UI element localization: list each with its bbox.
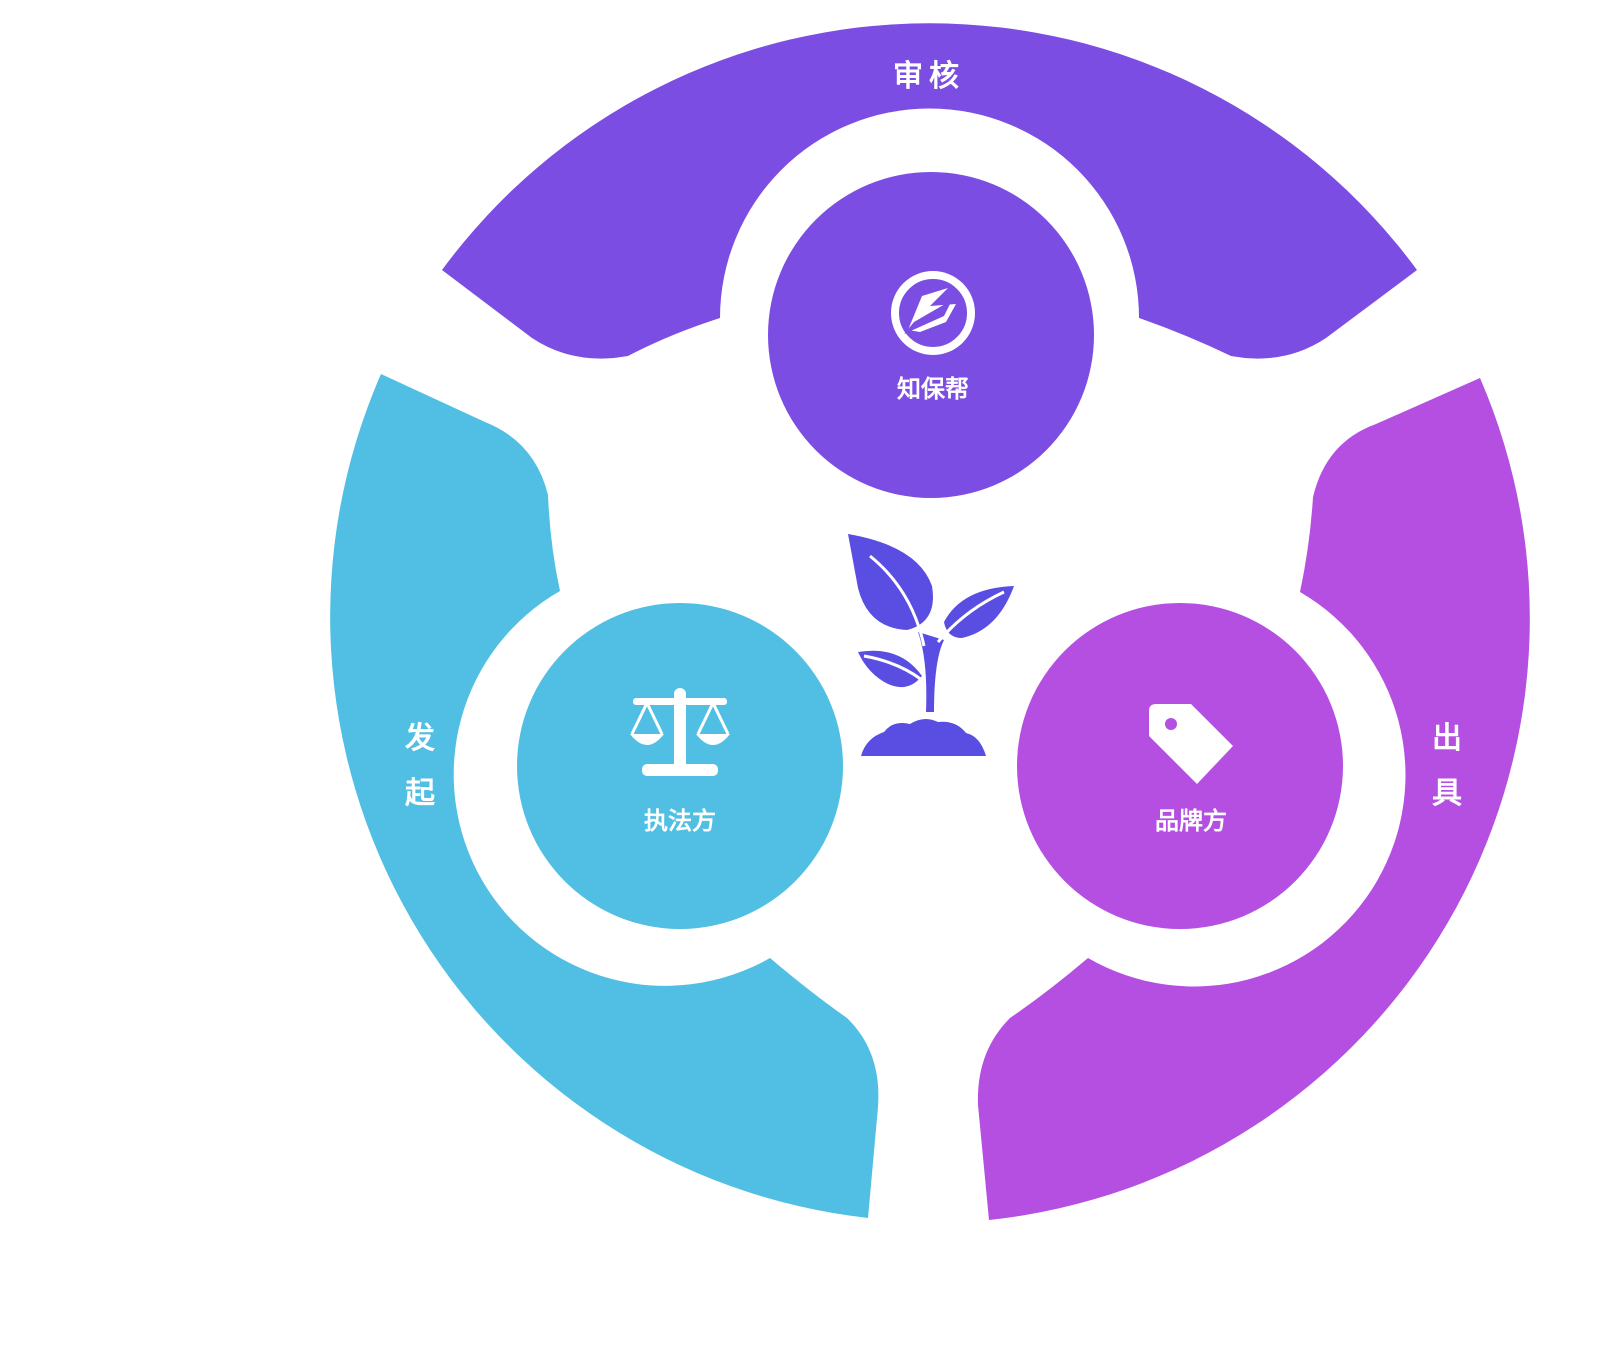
node-enforcement-label: 执法方 bbox=[644, 807, 716, 835]
segment-right-shape bbox=[977, 378, 1530, 1220]
price-tag-icon bbox=[1149, 704, 1233, 784]
node-zhibaobang-label: 知保帮 bbox=[897, 375, 969, 403]
segment-right: 出 具 bbox=[977, 378, 1530, 1220]
segment-top-shape bbox=[442, 23, 1417, 359]
node-zhibaobang-circle bbox=[768, 172, 1094, 498]
node-brand: 品牌方 bbox=[1017, 603, 1343, 929]
stage-label-issue-1: 出 bbox=[1432, 721, 1468, 756]
segment-left-shape bbox=[330, 374, 879, 1218]
stage-label-review: 审核 bbox=[893, 59, 965, 94]
zhibaobang-logo-icon bbox=[891, 271, 975, 355]
balance-scale-icon bbox=[630, 688, 730, 776]
segment-left: 发 起 bbox=[330, 374, 879, 1218]
segment-top: 审核 bbox=[442, 23, 1417, 359]
stage-label-initiate-2: 起 bbox=[405, 776, 441, 811]
node-enforcement: 执法方 bbox=[517, 603, 843, 929]
sprout-icon bbox=[848, 534, 1014, 756]
stage-label-initiate-1: 发 bbox=[404, 721, 441, 756]
node-brand-label: 品牌方 bbox=[1155, 807, 1227, 835]
node-zhibaobang: 知保帮 bbox=[768, 172, 1094, 498]
stage-label-issue-2: 具 bbox=[1432, 776, 1468, 811]
